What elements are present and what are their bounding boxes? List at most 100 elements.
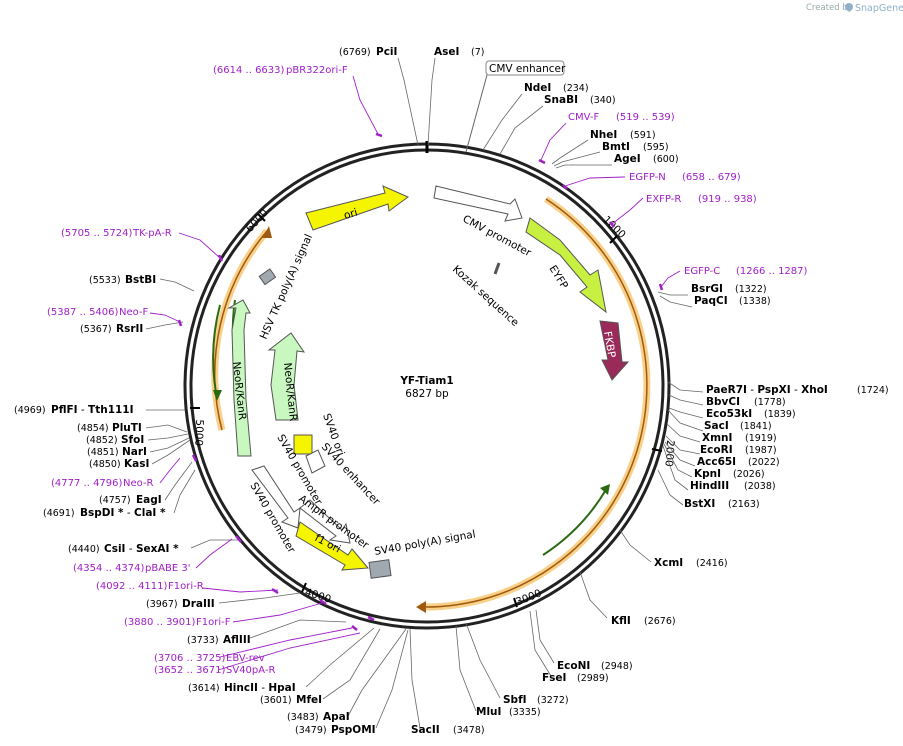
nhei-name[interactable]: NheI (590, 129, 617, 141)
pflfi-name[interactable]: PflFI (51, 404, 78, 416)
pflfi-group[interactable]: PflFI - Tth111I (51, 404, 134, 416)
orf-arc-left-arrow (262, 226, 272, 238)
xhoi-name[interactable]: XhoI (801, 384, 828, 396)
hincii-group[interactable]: HincII - HpaI (224, 682, 296, 694)
ecori-name[interactable]: EcoRI (700, 444, 733, 456)
hindiii-name[interactable]: HindIII (690, 480, 729, 492)
egfpn-name[interactable]: EGFP-N (629, 172, 666, 183)
xcmi-name[interactable]: XcmI (654, 557, 683, 569)
cmv-enhancer-leader (465, 74, 488, 153)
tick-3000 (513, 597, 518, 608)
csii-group[interactable]: CsiI - SexAI * (104, 543, 179, 555)
bstxi-name[interactable]: BstXI (684, 498, 715, 510)
pspomi-name[interactable]: PspOMI (331, 724, 376, 736)
xcmi-pos: (2416) (696, 558, 728, 569)
f1orif-name[interactable]: F1ori-F (196, 617, 231, 628)
mfei-name[interactable]: MfeI (296, 694, 322, 706)
cmv-enhancer-box (485, 60, 565, 76)
saci-name[interactable]: SacI (704, 420, 729, 432)
ebvrev-range: (3706 .. 3725) (154, 653, 226, 664)
fkbp-arrow (599, 320, 630, 381)
exfpr-name[interactable]: EXFP-R (646, 194, 681, 205)
ecori-pos: (1987) (745, 445, 777, 456)
mlui-pos: (3335) (509, 707, 541, 718)
mfei-pos: (3601) (260, 695, 292, 706)
rsrii-name[interactable]: RsrII (116, 323, 143, 335)
tth111i-name[interactable]: Tth111I (88, 404, 133, 416)
paqci-name[interactable]: PaqCI (694, 295, 728, 307)
f1orir-range: (4092 .. 4111) (96, 581, 168, 592)
cmv-enhancer-label: CMV enhancer (489, 63, 566, 75)
neor-range: (4777 .. 4796) (51, 478, 123, 489)
sacii-name[interactable]: SacII (411, 724, 440, 736)
tkpar-name[interactable]: TK-pA-R (132, 228, 172, 239)
pcii-name[interactable]: PciI (376, 46, 397, 58)
ebvrev-name[interactable]: EBV-rev (226, 653, 265, 664)
fsei-name[interactable]: FseI (542, 672, 566, 684)
cmvf-name[interactable]: CMV-F (568, 112, 599, 123)
pspomi-pos: (3479) (295, 725, 327, 736)
sfoi-pos: (4852) (86, 435, 118, 446)
eco53ki-name[interactable]: Eco53kI (706, 408, 752, 420)
econi-name[interactable]: EcoNI (557, 660, 590, 672)
pbr322-name[interactable]: pBR322ori-F (286, 65, 348, 76)
asei-name[interactable]: AseI (434, 46, 459, 58)
kfli-name[interactable]: KflI (611, 615, 631, 627)
fkbp-label: FKBP (601, 330, 617, 358)
credit-prefix: Created by (806, 3, 853, 13)
bbvci-name[interactable]: BbvCI (706, 396, 740, 408)
afliii-name[interactable]: AflIII (223, 634, 251, 646)
sfoi-name[interactable]: SfoI (121, 434, 144, 446)
orf-neo-left-arrow (213, 390, 222, 401)
tick-2000 (651, 448, 663, 452)
credit-brand: SnapGene (855, 3, 903, 14)
apai-name[interactable]: ApaI (323, 711, 350, 723)
hindiii-pos: (2038) (744, 481, 776, 492)
csii-name[interactable]: CsiI (104, 543, 125, 555)
asei-pos: (7) (471, 47, 484, 58)
pspxi-name[interactable]: PspXI (757, 384, 790, 396)
kpni-pos: (2026) (733, 469, 765, 480)
sexai-name[interactable]: SexAI * (136, 543, 179, 555)
neor-name[interactable]: Neo-R (123, 478, 154, 489)
sv40par-name[interactable]: SV40pA-R (226, 665, 275, 676)
nari-name[interactable]: NarI (122, 446, 147, 458)
bstbi-pos: (5533) (89, 275, 121, 286)
sv40-ori-box (293, 434, 313, 455)
f1orif-range: (3880 .. 3901) (124, 617, 196, 628)
acc65i-name[interactable]: Acc65I (697, 456, 736, 468)
hincii-name[interactable]: HincII (224, 682, 258, 694)
bmti-name[interactable]: BmtI (602, 141, 630, 153)
kpni-name[interactable]: KpnI (694, 468, 721, 480)
agei-name[interactable]: AgeI (614, 153, 641, 165)
kasi-name[interactable]: KasI (124, 458, 149, 470)
bstbi-name[interactable]: BstBI (125, 274, 156, 286)
xmni-name[interactable]: XmnI (702, 432, 732, 444)
snabi-name[interactable]: SnaBI (544, 94, 578, 106)
eco53ki-pos: (1839) (764, 409, 796, 420)
agei-pos: (600) (653, 154, 679, 165)
eagi-name[interactable]: EagI (136, 494, 162, 506)
orf-arc-right-arrow (416, 601, 426, 613)
bspdi-group[interactable]: BspDI * - ClaI * (80, 507, 166, 519)
hpai-name[interactable]: HpaI (268, 682, 295, 694)
mlui-name[interactable]: MluI (476, 706, 501, 718)
neokan-outer-arrow (227, 299, 252, 457)
bspdi-name[interactable]: BspDI * (80, 507, 124, 519)
afliii-pos: (3733) (187, 635, 219, 646)
bsrgi-name[interactable]: BsrGI (691, 283, 723, 295)
csii-pos: (4440) (68, 544, 100, 555)
paer7i-name[interactable]: PaeR7I (706, 384, 747, 396)
paer7i-group[interactable]: PaeR7I - PspXI - XhoI (706, 384, 828, 396)
f1-ori-arrow (295, 521, 370, 571)
egfpc-name[interactable]: EGFP-C (684, 266, 720, 277)
draiii-name[interactable]: DraIII (182, 598, 215, 610)
neof-name[interactable]: Neo-F (119, 307, 149, 318)
apai-pos: (3483) (287, 712, 319, 723)
sbfi-name[interactable]: SbfI (503, 694, 527, 706)
f1orir-name[interactable]: F1ori-R (168, 581, 204, 592)
ndei-name[interactable]: NdeI (524, 82, 551, 94)
pbabe-name[interactable]: pBABE 3' (145, 563, 191, 574)
pluti-name[interactable]: PluTI (112, 422, 142, 434)
clai-name[interactable]: ClaI * (134, 507, 166, 519)
